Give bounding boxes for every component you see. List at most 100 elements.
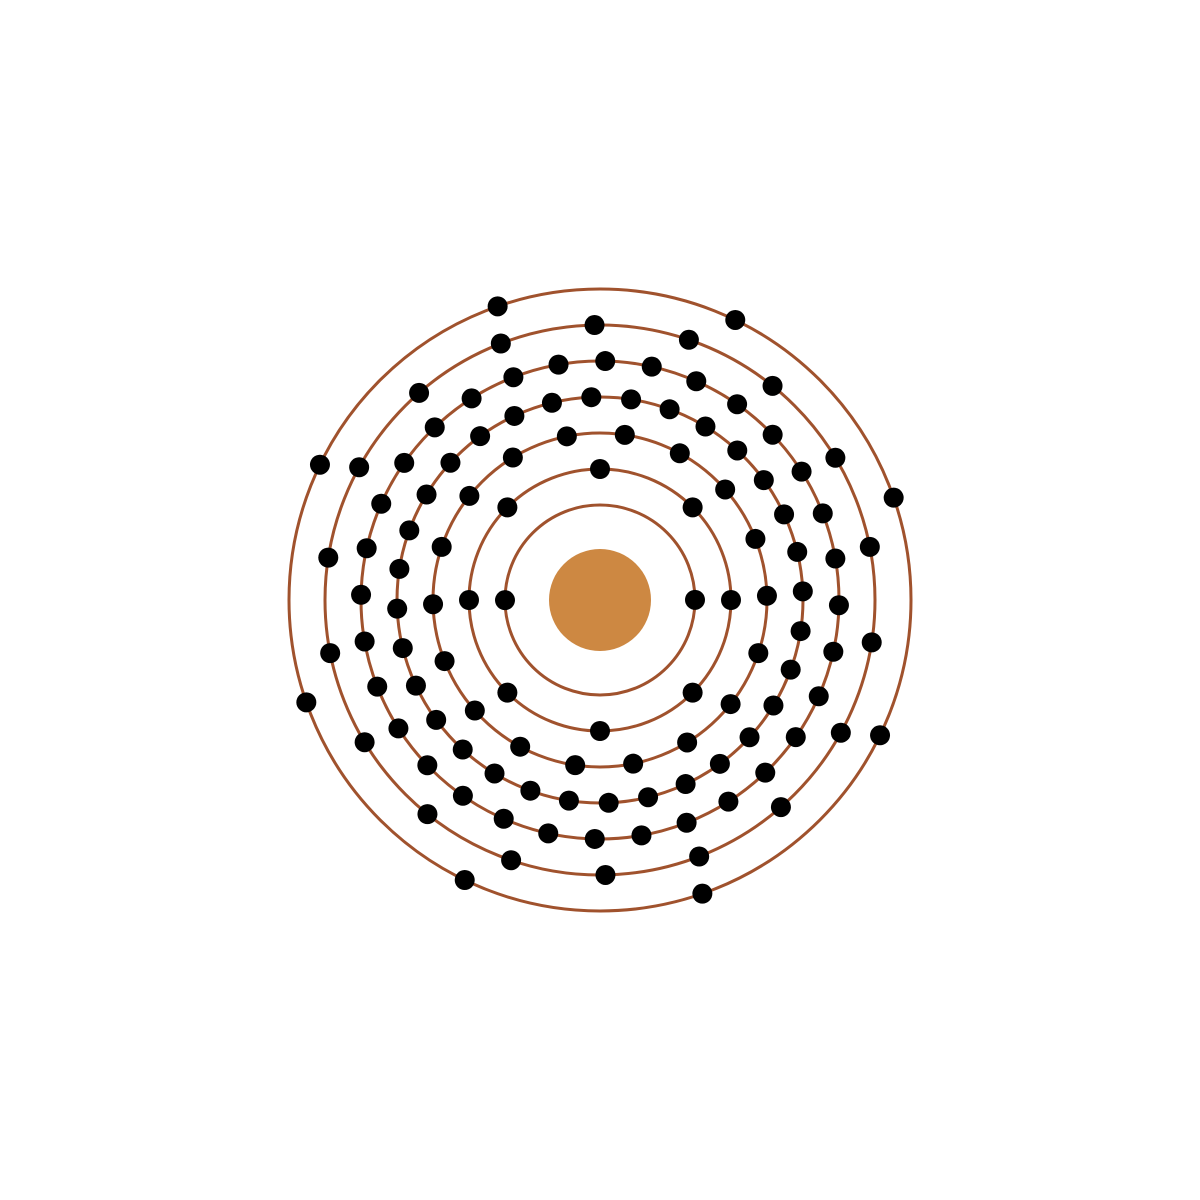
electron [762, 424, 783, 445]
electron [790, 621, 811, 642]
electron [727, 440, 748, 461]
electron [493, 808, 514, 829]
electron [399, 520, 420, 541]
electron [739, 727, 760, 748]
electron [417, 755, 438, 776]
electron [388, 718, 409, 739]
electron [792, 581, 813, 602]
electron [715, 479, 736, 500]
electron [682, 497, 703, 518]
electron [349, 457, 370, 478]
electron [861, 632, 882, 653]
electron [828, 595, 849, 616]
electron [354, 631, 375, 652]
electron [718, 791, 739, 812]
electron [676, 812, 697, 833]
electron [623, 753, 644, 774]
electron [504, 405, 525, 426]
electron [423, 594, 444, 615]
electron [405, 675, 426, 696]
electron [464, 700, 485, 721]
electron [584, 315, 605, 336]
electron [692, 883, 713, 904]
electron [392, 638, 413, 659]
electron [787, 541, 808, 562]
electron [825, 447, 846, 468]
electron [614, 424, 635, 445]
electron [725, 309, 746, 330]
electron [470, 426, 491, 447]
electron [296, 692, 317, 713]
electron [454, 870, 475, 891]
electron [677, 732, 698, 753]
electron [495, 590, 515, 611]
electron [745, 528, 766, 549]
electron [556, 426, 577, 447]
electron [641, 356, 662, 377]
shell-7 [287, 287, 913, 913]
electron [675, 774, 696, 795]
electron [503, 367, 524, 388]
electron [598, 792, 619, 813]
electron [727, 394, 748, 415]
electron [870, 725, 891, 746]
electron [502, 447, 523, 468]
electron [520, 780, 541, 801]
electron [774, 504, 795, 525]
electron [631, 825, 652, 846]
electron [565, 755, 586, 776]
electron [685, 589, 705, 610]
electron [595, 351, 616, 372]
electron [309, 454, 330, 475]
electron [394, 452, 415, 473]
electron [371, 493, 392, 514]
electron [825, 548, 846, 569]
electron [497, 682, 518, 703]
electron [748, 643, 769, 664]
electrons [296, 296, 904, 904]
electron [320, 643, 341, 664]
electron [678, 329, 699, 350]
electron [367, 676, 388, 697]
electron [638, 787, 659, 808]
electron [356, 538, 377, 559]
electron [459, 485, 480, 506]
electron [709, 753, 730, 774]
electron [812, 503, 833, 524]
electron [721, 590, 741, 610]
electron [830, 722, 851, 743]
electron [541, 392, 562, 413]
electron [686, 371, 707, 392]
electron [581, 387, 602, 408]
electron [659, 399, 680, 420]
electron [501, 850, 522, 871]
electron [808, 686, 829, 707]
electron [595, 864, 616, 885]
electron [770, 797, 791, 818]
electron [461, 388, 482, 409]
electron [720, 694, 741, 715]
electron [387, 598, 408, 619]
electron [762, 375, 783, 396]
electron [484, 763, 505, 784]
electron [823, 641, 844, 662]
electron [351, 584, 372, 605]
electron [780, 659, 801, 680]
electron [883, 487, 904, 508]
electron [695, 416, 716, 437]
electron [416, 484, 437, 505]
electron [763, 695, 784, 716]
electron [497, 497, 518, 518]
electron [756, 585, 777, 606]
electron [689, 846, 710, 867]
electron [452, 785, 473, 806]
electron [424, 417, 445, 438]
electron [558, 790, 579, 811]
electron [431, 536, 452, 557]
electron [538, 823, 559, 844]
electron [452, 739, 473, 760]
nucleus [549, 549, 651, 651]
electron [753, 470, 774, 491]
